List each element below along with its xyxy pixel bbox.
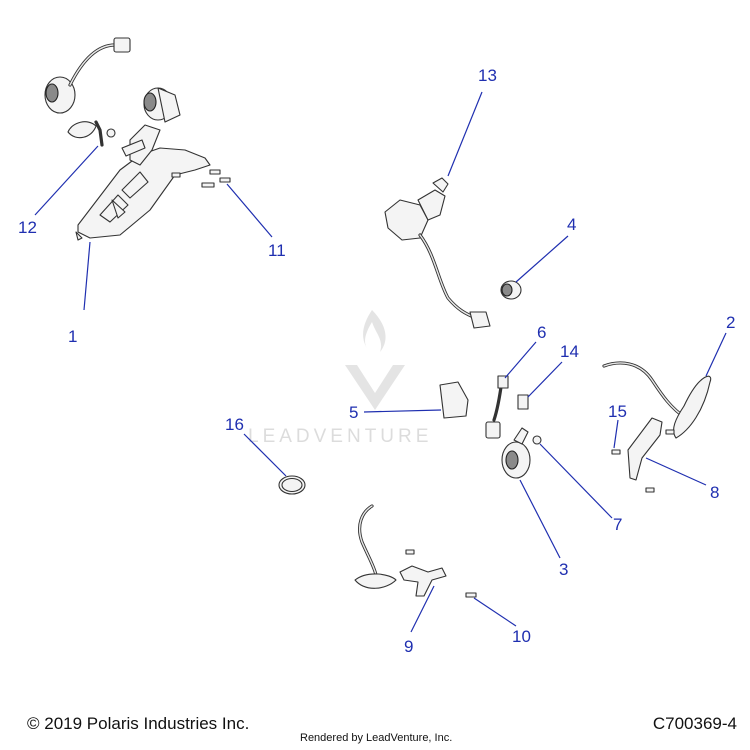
- part-5-boot: [439, 381, 469, 419]
- part-4-grommet: [500, 280, 522, 300]
- callout-labels: 1 2 3 4 5 6 7 8 9 10 11 12 13 14 15 16: [18, 66, 735, 656]
- part-8-bracket: [627, 417, 675, 493]
- part-14-terminal: [517, 394, 529, 410]
- callout-8: 8: [710, 483, 719, 502]
- part-2-turn-signal: [602, 361, 712, 439]
- part-16-seal: [278, 475, 306, 495]
- part-1-bracket-assembly: [44, 37, 231, 241]
- callout-9: 9: [404, 637, 413, 656]
- callout-7: 7: [613, 515, 622, 534]
- callout-1: 1: [68, 327, 77, 346]
- callout-16: 16: [225, 415, 244, 434]
- part-15-screw: [611, 449, 621, 455]
- callout-2: 2: [726, 313, 735, 332]
- part-13-switch-harness: [384, 177, 491, 329]
- callout-6: 6: [537, 323, 546, 342]
- callout-5: 5: [349, 403, 358, 422]
- leadventure-watermark: LEADVENTURE: [248, 310, 432, 447]
- drawing-code: C700369-4: [652, 714, 737, 733]
- callout-4: 4: [567, 215, 576, 234]
- part-6-pigtail: [485, 375, 509, 439]
- part-9-turn-signal-bracket: [354, 504, 447, 597]
- callout-15: 15: [608, 402, 627, 421]
- callout-11: 11: [268, 241, 286, 260]
- rendered-by-text: Rendered by LeadVenture, Inc.: [300, 732, 453, 744]
- callout-13: 13: [478, 66, 497, 85]
- part-10-screw: [465, 592, 477, 598]
- callout-12: 12: [18, 218, 37, 237]
- leader-lines: [34, 91, 727, 633]
- callout-10: 10: [512, 627, 531, 646]
- callout-14: 14: [560, 342, 579, 361]
- part-7-nut: [532, 435, 542, 445]
- copyright-text: © 2019 Polaris Industries Inc.: [27, 714, 250, 733]
- part-3-horn: [501, 427, 531, 479]
- watermark-text: LEADVENTURE: [248, 426, 432, 447]
- callout-3: 3: [559, 560, 568, 579]
